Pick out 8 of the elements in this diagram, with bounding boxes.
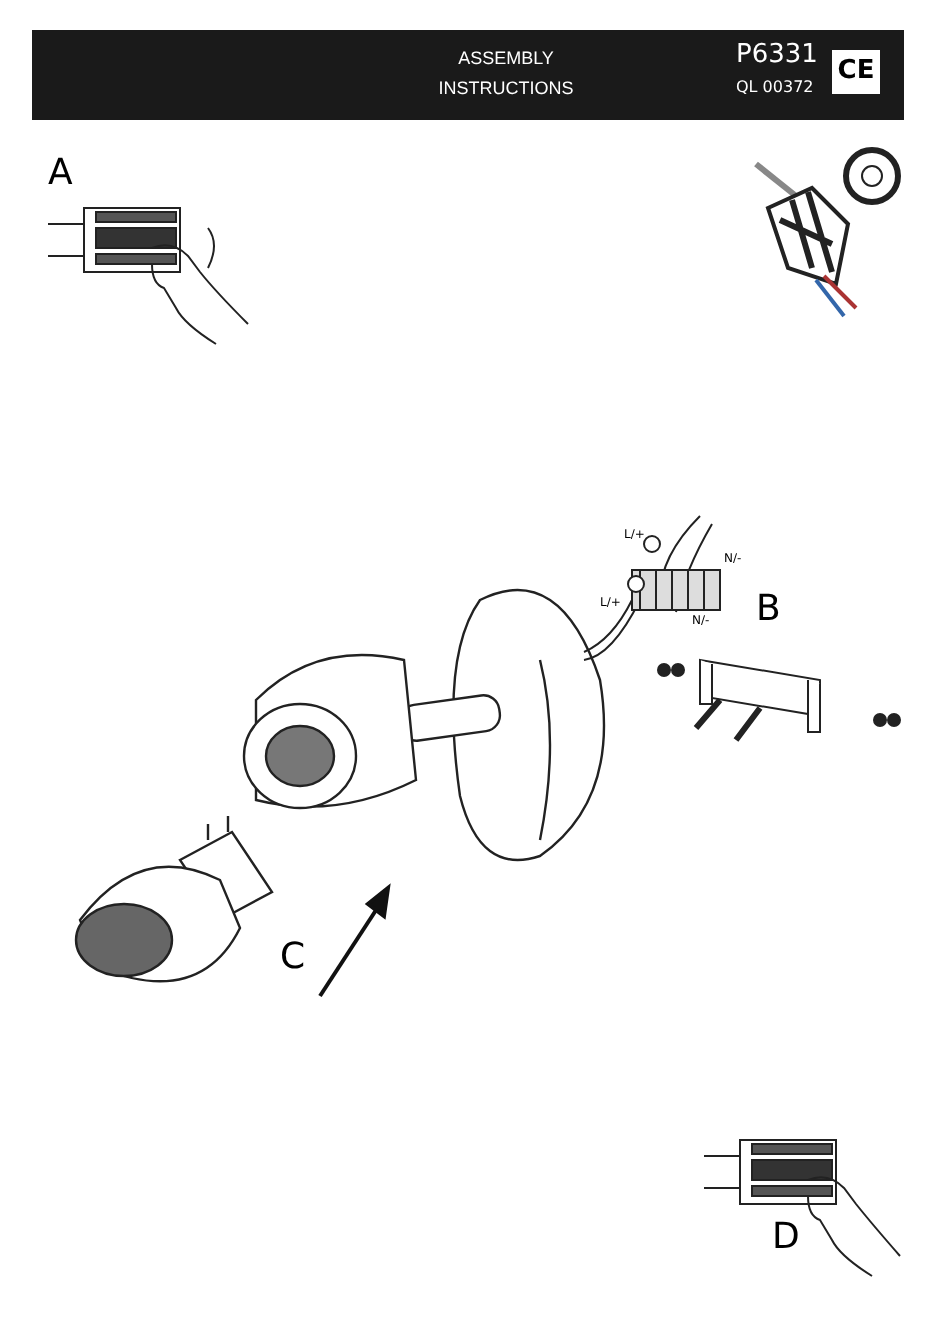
header-title: ASSEMBLY INSTRUCTIONS (436, 46, 576, 102)
step-letter: C (280, 936, 306, 978)
step-letter: D (772, 1216, 800, 1258)
step-letter: B (756, 588, 781, 630)
conformity-mark: CE (832, 50, 880, 94)
product-reference: QL 00372 (736, 78, 814, 96)
product-code: P6331 (736, 40, 818, 70)
step-letter: A (48, 152, 73, 194)
